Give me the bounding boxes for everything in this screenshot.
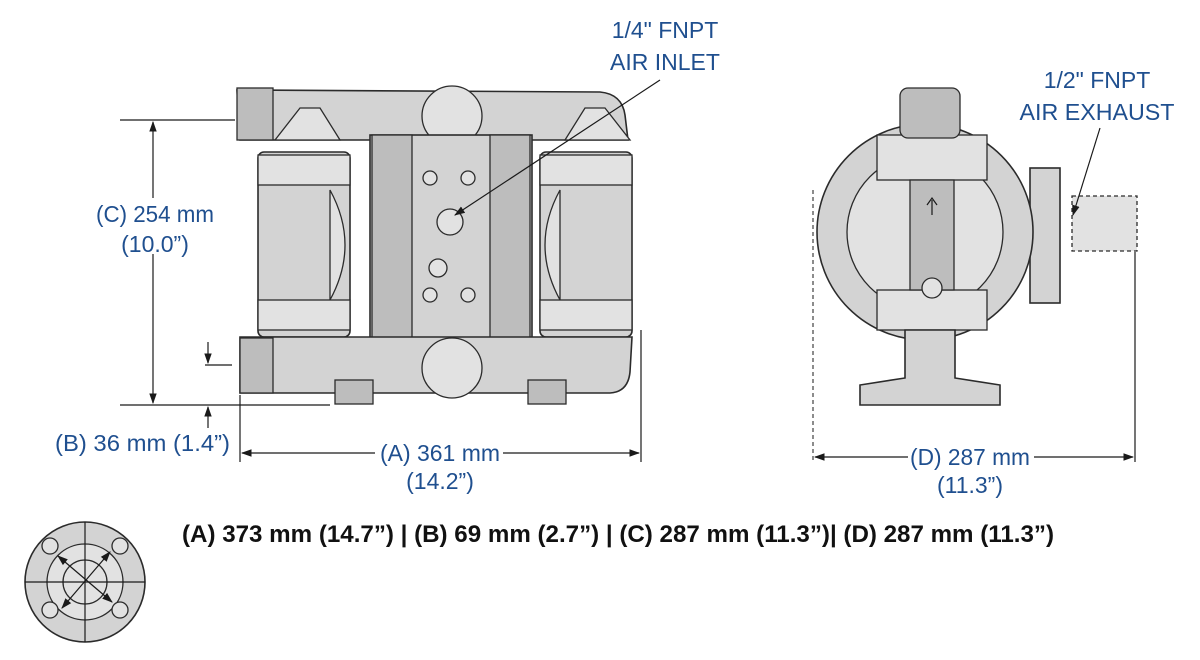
dim-b-label: (B) 36 mm (1.4”) bbox=[55, 430, 230, 456]
pilot-valve bbox=[428, 258, 448, 278]
right-chamber-bottom-flange bbox=[539, 299, 633, 331]
center-plate-left bbox=[371, 134, 413, 354]
air-inlet-size-label: 1/4" FNPT bbox=[612, 17, 719, 43]
inlet-port-left bbox=[236, 87, 274, 141]
top-left-elbow bbox=[273, 107, 342, 141]
flow-arrow-icon bbox=[926, 196, 938, 215]
dim-a-in-label: (14.2”) bbox=[406, 468, 474, 494]
air-exhaust-leader bbox=[1072, 127, 1101, 217]
air-exhaust-label: AIR EXHAUST bbox=[1020, 99, 1175, 125]
left-chamber-top-flange bbox=[257, 154, 351, 186]
air-exhaust-housing bbox=[1029, 167, 1061, 304]
dim-c-mm-label: (C) 254 mm bbox=[96, 201, 214, 227]
right-foot bbox=[527, 379, 567, 405]
side-center-block bbox=[909, 179, 955, 291]
flange-diagram bbox=[24, 521, 146, 643]
left-chamber-bottom-flange bbox=[257, 299, 351, 331]
side-top-manifold bbox=[876, 134, 988, 181]
pump-side-view bbox=[816, 87, 1138, 406]
side-base bbox=[859, 329, 1001, 406]
left-foot bbox=[334, 379, 374, 405]
summary-dimensions: (A) 373 mm (14.7”) | (B) 69 mm (2.7”) | … bbox=[182, 521, 1054, 548]
dim-d-in-label: (11.3”) bbox=[937, 472, 1003, 498]
pump-front-view bbox=[236, 85, 633, 405]
right-chamber-top-flange bbox=[539, 154, 633, 186]
air-inlet-leader bbox=[454, 79, 661, 216]
center-plate-right bbox=[489, 134, 531, 354]
right-diaphragm bbox=[544, 189, 561, 301]
dim-c-in-label: (10.0”) bbox=[121, 231, 189, 257]
air-exhaust-size-label: 1/2" FNPT bbox=[1044, 67, 1151, 93]
air-inlet-label: AIR INLET bbox=[610, 49, 720, 75]
dimension-lines bbox=[120, 79, 1136, 462]
muffler-outline bbox=[1071, 195, 1138, 252]
center-bolts bbox=[422, 170, 476, 303]
dim-a-mm-label: (A) 361 mm bbox=[380, 440, 500, 466]
side-top-port bbox=[899, 87, 961, 139]
left-diaphragm bbox=[329, 189, 346, 301]
side-logo bbox=[921, 277, 943, 299]
dim-d-mm-label: (D) 287 mm bbox=[910, 444, 1030, 470]
bottom-inlet-ball bbox=[421, 337, 483, 399]
outlet-port-left bbox=[239, 337, 274, 394]
